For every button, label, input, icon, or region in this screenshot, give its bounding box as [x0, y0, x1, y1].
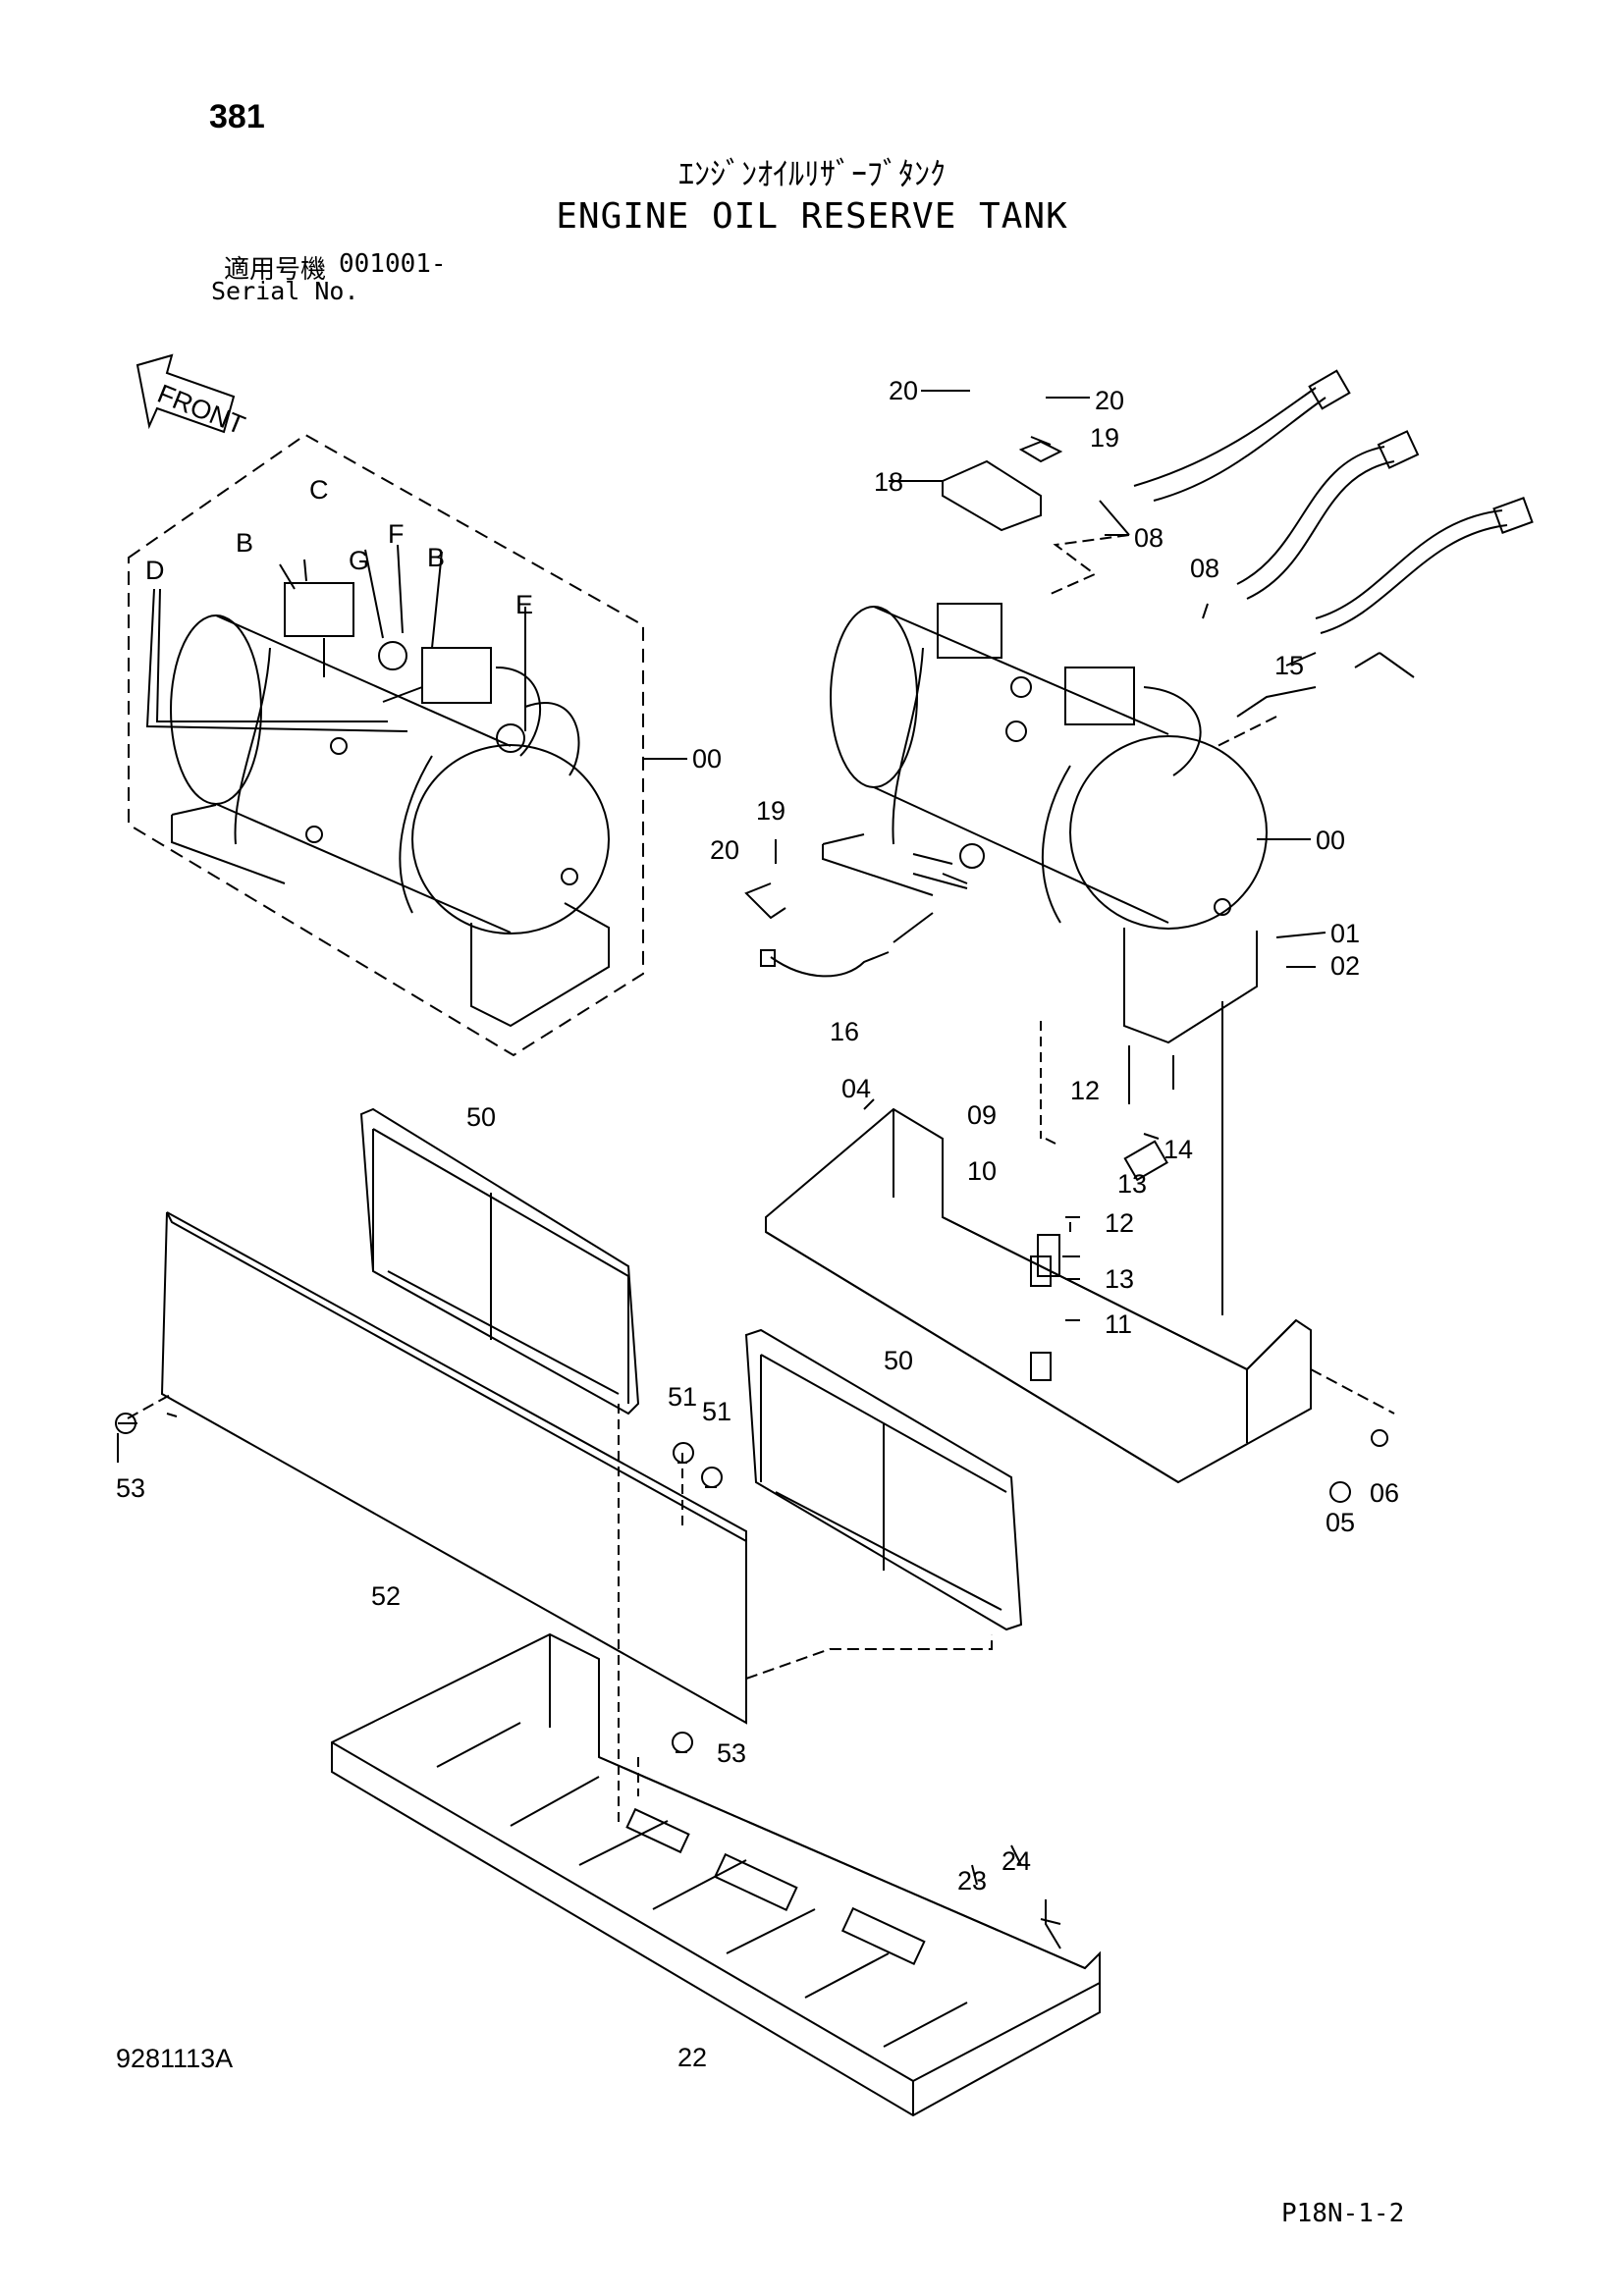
serial-value: 001001- [339, 249, 447, 279]
callout-20-b: 20 [1095, 386, 1124, 415]
callout-12-a: 12 [1070, 1076, 1100, 1105]
detail-boundary [128, 433, 644, 1057]
sheet-code: P18N-1-2 [1281, 2199, 1405, 2228]
callout-13-a: 13 [1117, 1169, 1147, 1199]
callout-51-b: 51 [702, 1397, 731, 1426]
callout-15: 15 [1274, 651, 1304, 680]
bottom-tray [331, 1632, 1101, 2117]
callout-20-a: 20 [889, 376, 918, 405]
drawing-number: 9281113A [116, 2044, 234, 2073]
callout-detail-B: B [236, 528, 253, 558]
callout-52: 52 [371, 1581, 401, 1611]
title-english: ENGINE OIL RESERVE TANK [556, 196, 1068, 237]
callout-50-left: 50 [466, 1102, 496, 1132]
callout-23: 23 [957, 1866, 987, 1896]
callout-19-top: 19 [1090, 423, 1119, 453]
callout-22: 22 [677, 2043, 707, 2072]
frame-bracket [765, 1107, 1312, 1484]
serial-label-english: Serial No. [211, 277, 359, 305]
callout-detail-D: D [145, 556, 165, 585]
callout-08-b: 08 [1190, 554, 1219, 583]
callout-12-b: 12 [1105, 1208, 1134, 1238]
page-number: 381 [209, 98, 265, 135]
detail-tank-assembly [170, 582, 610, 1028]
frame-50-right [744, 1328, 1023, 1631]
callout-24: 24 [1001, 1846, 1031, 1876]
frame-50-left [359, 1107, 640, 1415]
callout-05: 05 [1326, 1508, 1355, 1537]
callout-19-mid: 19 [756, 796, 785, 826]
serial-label-japanese: 適用号機 [224, 255, 327, 285]
callout-50-right: 50 [884, 1346, 913, 1375]
callout-53-mid: 53 [717, 1738, 746, 1768]
callout-02: 02 [1330, 951, 1360, 981]
callout-20-mid: 20 [710, 835, 739, 865]
callout-10: 10 [967, 1156, 997, 1186]
callout-detail-G: G [349, 546, 369, 575]
callout-16: 16 [830, 1017, 859, 1046]
front-arrow-icon [135, 353, 236, 434]
title-japanese: ｴﾝｼﾞﾝｵｲﾙﾘｻﾞｰﾌﾞﾀﾝｸ [677, 155, 946, 192]
side-panel-52 [160, 1211, 747, 1725]
callout-13-b: 13 [1105, 1264, 1134, 1294]
callout-00-main: 00 [1316, 826, 1345, 855]
callout-18: 18 [874, 467, 903, 497]
callout-detail-C: C [309, 475, 329, 505]
callout-detail-00: 00 [692, 744, 722, 774]
callout-53-left: 53 [116, 1473, 145, 1503]
callout-04: 04 [841, 1074, 871, 1103]
main-tank-assembly [760, 369, 1534, 1044]
callout-09: 09 [967, 1100, 997, 1130]
callout-08-a: 08 [1134, 523, 1164, 553]
callout-14: 14 [1164, 1135, 1193, 1164]
callout-detail-B2: B [427, 543, 445, 572]
callout-06: 06 [1370, 1478, 1399, 1508]
callout-11: 11 [1105, 1309, 1132, 1339]
front-label: FRONT [153, 379, 248, 441]
callout-detail-E: E [515, 590, 533, 619]
callout-51-a: 51 [668, 1382, 697, 1412]
callout-detail-F: F [388, 519, 405, 549]
callout-01: 01 [1330, 919, 1360, 948]
